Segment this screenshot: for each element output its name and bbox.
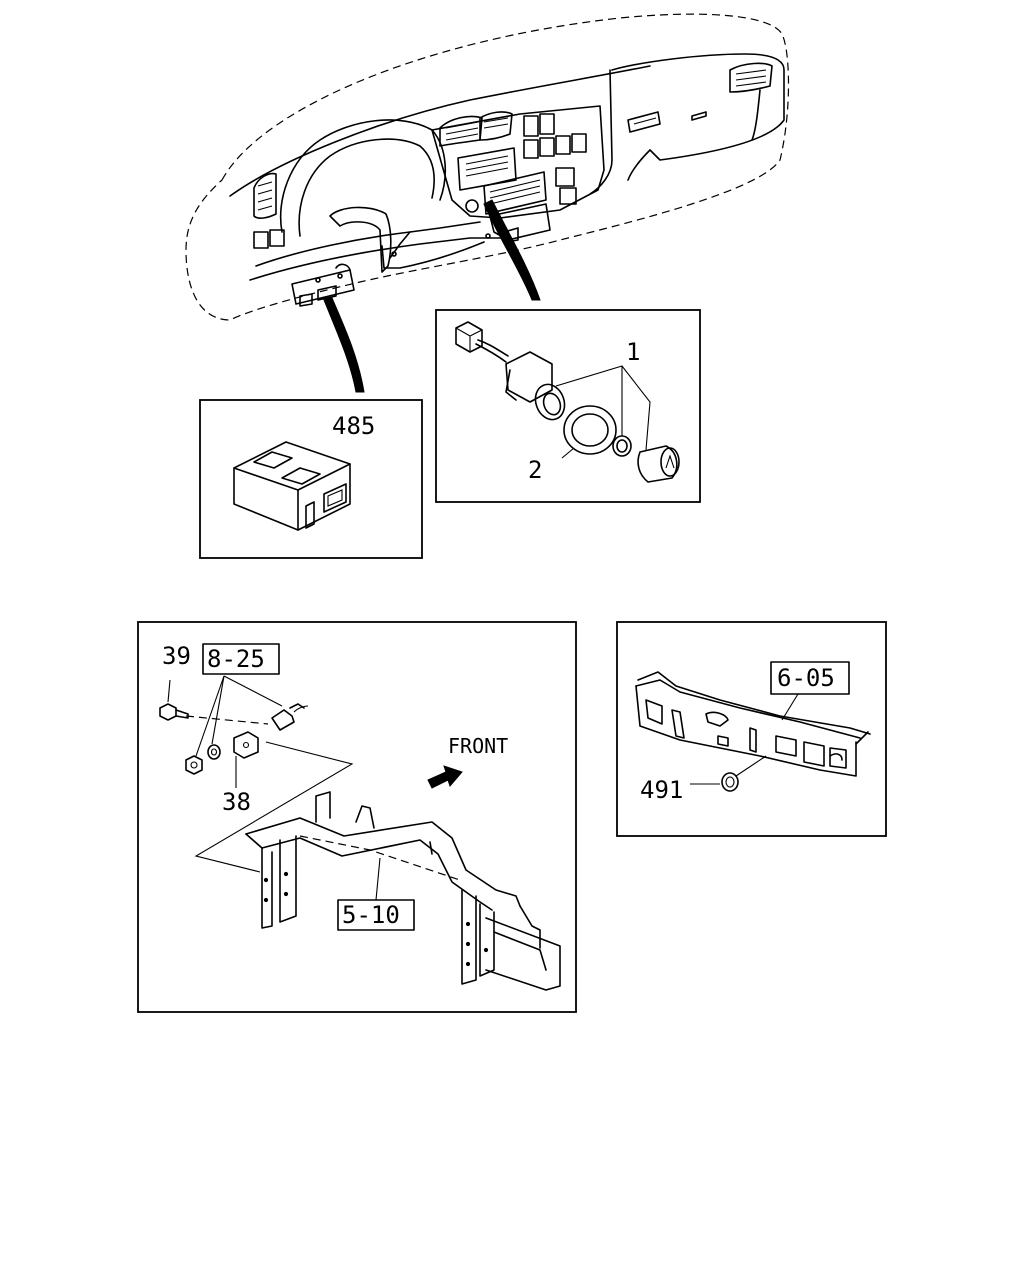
callout-box-relay: 485 <box>199 399 423 559</box>
label-part-1: 1 <box>626 338 640 366</box>
label-part-39: 39 <box>162 642 191 670</box>
label-ref-8-25: 8-25 <box>207 645 265 673</box>
label-ref-6-05: 6-05 <box>777 664 835 692</box>
label-part-38: 38 <box>222 788 251 816</box>
callout-box-cigar-lighter: 1 2 <box>435 309 701 503</box>
label-part-491: 491 <box>640 776 683 804</box>
label-front: FRONT <box>448 734 508 758</box>
callout-box-frame-bracket: 39 8-25 38 <box>137 621 577 1013</box>
label-part-485: 485 <box>332 412 375 440</box>
callout-box-panel: 6-05 491 <box>616 621 887 837</box>
label-part-2: 2 <box>528 456 542 484</box>
label-ref-5-10: 5-10 <box>342 901 400 929</box>
dashboard-illustration <box>185 13 790 393</box>
